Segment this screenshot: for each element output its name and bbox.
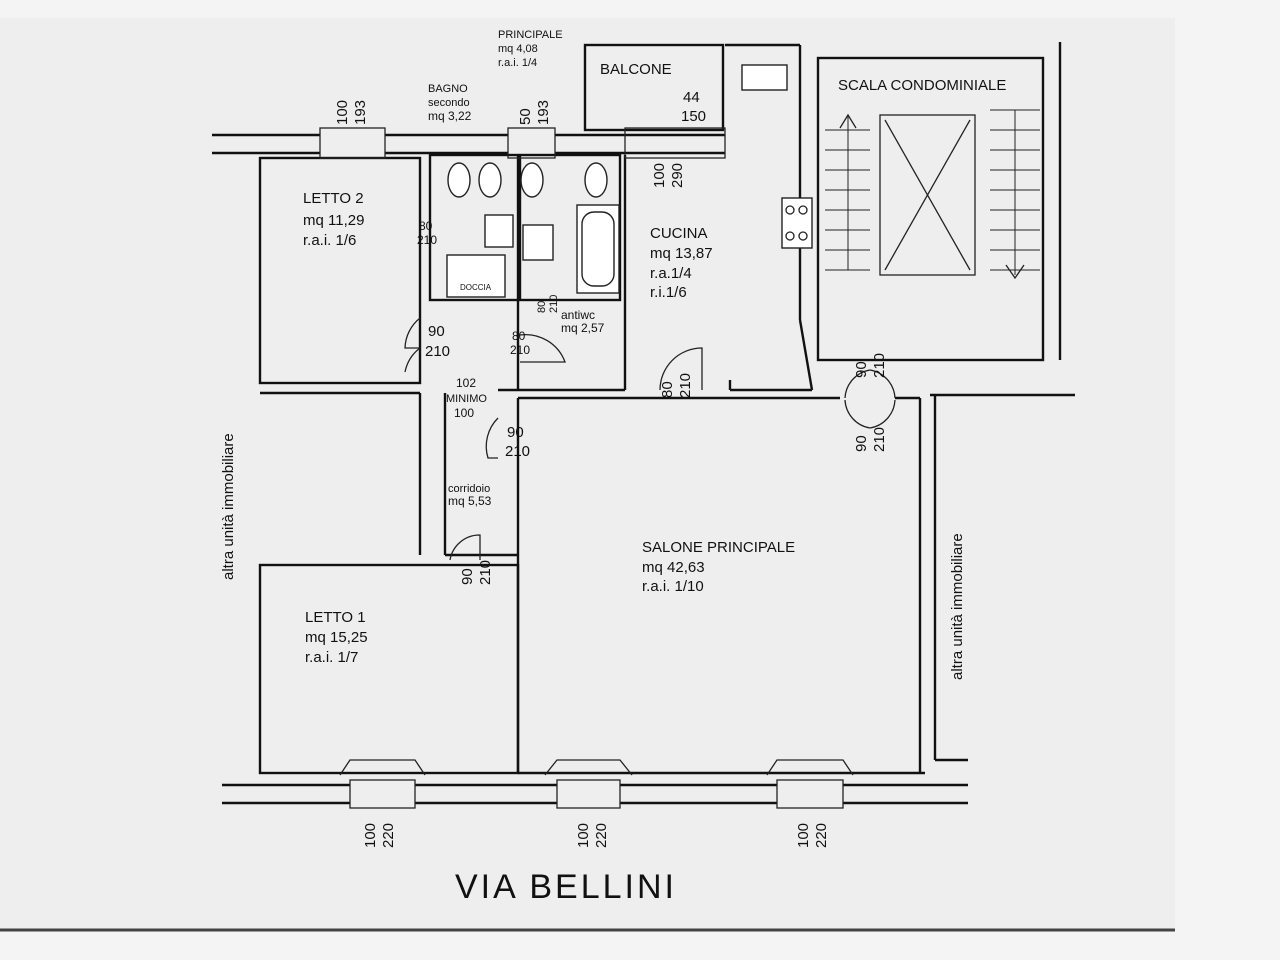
dim-value: 210 xyxy=(510,343,530,357)
room-area: mq 3,22 xyxy=(428,109,472,123)
dim-value: 90 xyxy=(853,435,870,452)
bathroom-fixtures xyxy=(446,162,620,298)
room-name: antiwc xyxy=(561,308,595,322)
room-name: BALCONE xyxy=(600,61,672,78)
dim-height: 150 xyxy=(681,108,706,125)
dim-value: 80 xyxy=(536,301,548,313)
room-area: mq 4,08 xyxy=(498,43,538,55)
door-swings xyxy=(404,317,896,561)
dim-value: 100 xyxy=(795,823,812,848)
minimo-top: 102 xyxy=(456,376,476,390)
room-name: PRINCIPALE xyxy=(498,29,563,41)
room-letto1: LETTO 1 mq 15,25 r.a.i. 1/7 xyxy=(305,609,368,666)
dim-value: 193 xyxy=(535,100,552,125)
dim-value: 220 xyxy=(380,823,397,848)
minimo-note: 102 MINIMO 100 xyxy=(446,376,487,420)
room-area: mq 2,57 xyxy=(561,321,605,335)
minimo-name: MINIMO xyxy=(446,393,487,405)
side-label-left: altra unità immobiliare xyxy=(220,433,237,580)
dim-value: 80 xyxy=(659,381,676,398)
room-name: LETTO 2 xyxy=(303,190,364,207)
dim-value: 193 xyxy=(352,100,369,125)
dim-width: 44 xyxy=(683,89,700,106)
dim-value: 210 xyxy=(871,353,888,378)
room-rai: r.a.i. 1/10 xyxy=(642,578,704,595)
room-name: corridoio xyxy=(448,483,490,495)
windows xyxy=(319,127,854,809)
room-name: LETTO 1 xyxy=(305,609,366,626)
dim-value: 210 xyxy=(548,295,560,313)
dim-value: 210 xyxy=(425,343,450,360)
room-balcone: BALCONE 44 150 xyxy=(600,61,706,125)
dimension-labels: 100 193 50 193 100 290 80 210 90 210 80 … xyxy=(334,100,888,848)
room-letto2: LETTO 2 mq 11,29 r.a.i. 1/6 xyxy=(303,190,364,249)
dim-value: 100 xyxy=(362,823,379,848)
room-rai: r.a.i. 1/4 xyxy=(498,57,537,69)
dim-value: 220 xyxy=(593,823,610,848)
room-scala: SCALA CONDOMINIALE xyxy=(838,77,1006,94)
dim-value: 100 xyxy=(334,100,351,125)
room-cucina: CUCINA mq 13,87 r.a.1/4 r.i.1/6 xyxy=(650,225,713,301)
dim-value: 80 xyxy=(512,329,526,343)
room-rai: r.a.i. 1/7 xyxy=(305,649,358,666)
dim-value: 210 xyxy=(477,560,494,585)
room-name: SALONE PRINCIPALE xyxy=(642,539,795,556)
dim-value: 90 xyxy=(853,361,870,378)
dim-value: 100 xyxy=(651,163,668,188)
room-salone: SALONE PRINCIPALE mq 42,63 r.a.i. 1/10 xyxy=(642,539,795,595)
dim-value: 210 xyxy=(677,373,694,398)
room-area: mq 42,63 xyxy=(642,559,705,576)
dim-value: 90 xyxy=(507,424,524,441)
room-bagno: BAGNO secondo mq 3,22 xyxy=(428,83,472,123)
dim-value: 210 xyxy=(505,443,530,460)
room-ra: r.a.1/4 xyxy=(650,265,692,282)
dim-value: 210 xyxy=(871,427,888,452)
dim-value: 50 xyxy=(517,108,534,125)
minimo-bottom: 100 xyxy=(454,406,474,420)
dim-value: 100 xyxy=(575,823,592,848)
balcony-outline xyxy=(583,43,725,132)
dim-value: 90 xyxy=(459,568,476,585)
room-area: mq 13,87 xyxy=(650,245,713,262)
room-principale: PRINCIPALE mq 4,08 r.a.i. 1/4 xyxy=(498,29,563,69)
dim-value: 90 xyxy=(428,323,445,340)
dim-value: 210 xyxy=(417,233,437,247)
room-ri: r.i.1/6 xyxy=(650,284,687,301)
room-area: mq 11,29 xyxy=(303,212,364,229)
room-name: CUCINA xyxy=(650,225,708,242)
side-label-right: altra unità immobiliare xyxy=(949,533,966,680)
dim-value: 290 xyxy=(669,163,686,188)
room-antiwc: antiwc mq 2,57 xyxy=(561,308,605,335)
room-name: BAGNO xyxy=(428,83,468,95)
staircase xyxy=(825,109,1040,280)
room-rai: r.a.i. 1/6 xyxy=(303,232,356,249)
room-corridoio: corridoio mq 5,53 xyxy=(448,483,492,508)
room-doccia: DOCCIA xyxy=(460,283,492,292)
kitchen-fixtures xyxy=(741,64,813,249)
room-sub: secondo xyxy=(428,97,470,109)
room-area: mq 15,25 xyxy=(305,629,368,646)
room-area: mq 5,53 xyxy=(448,494,492,508)
dim-value: 80 xyxy=(419,219,433,233)
dim-value: 220 xyxy=(813,823,830,848)
street-name: VIA BELLINI xyxy=(455,868,677,906)
